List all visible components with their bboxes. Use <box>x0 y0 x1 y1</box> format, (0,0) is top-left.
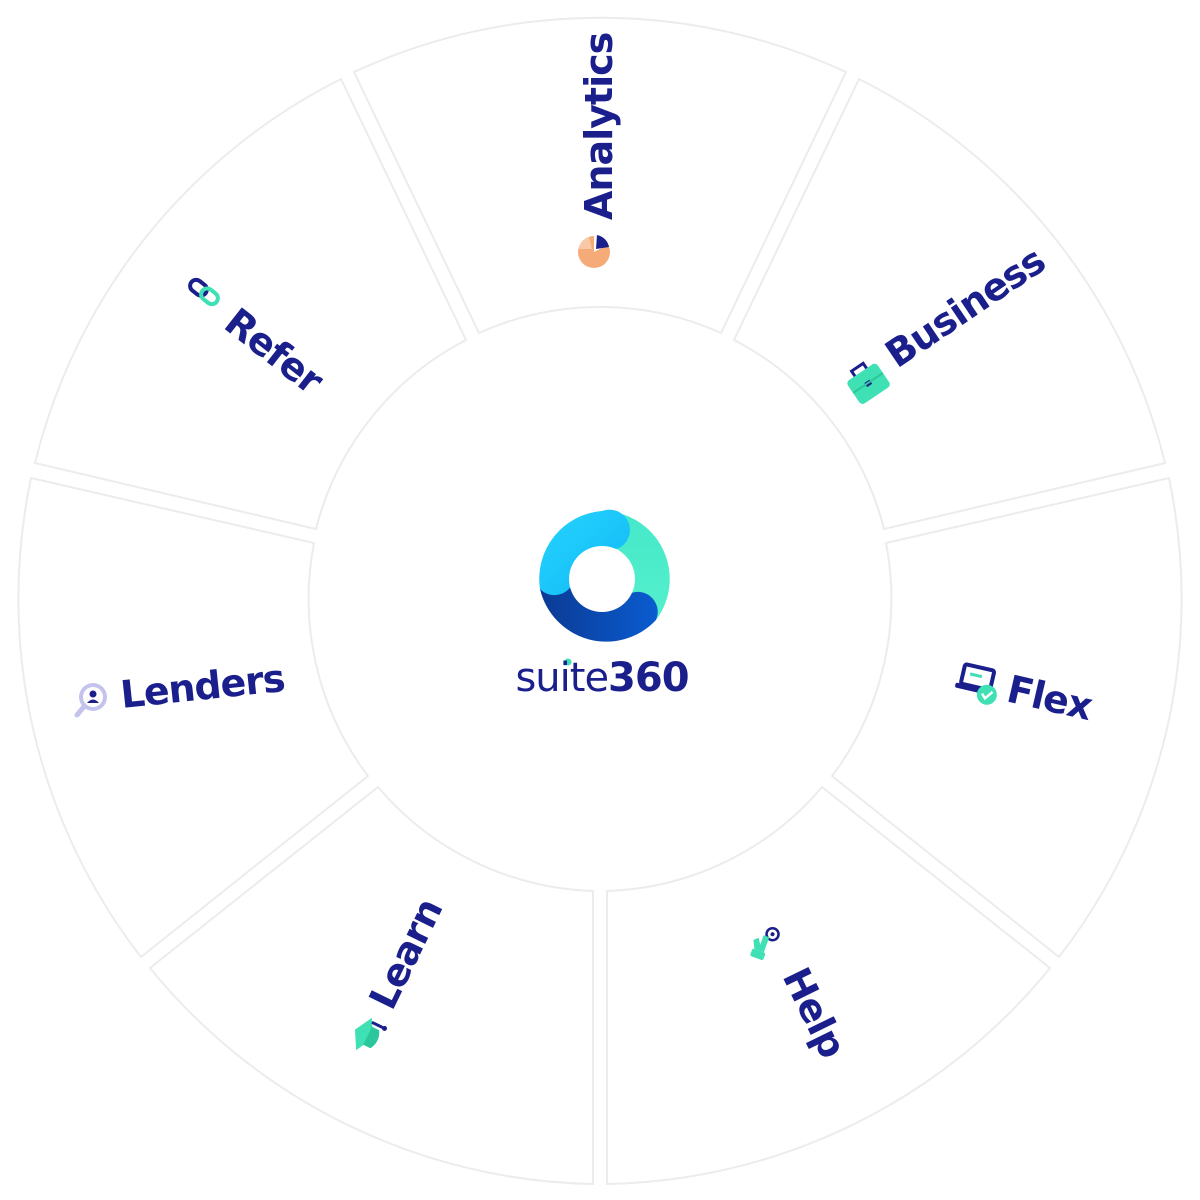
segment-flex[interactable] <box>830 476 1183 959</box>
segment-analytics-label-group[interactable]: Analytics <box>577 33 621 268</box>
link-icon <box>188 277 220 307</box>
segment-analytics[interactable] <box>352 16 848 335</box>
briefcase-icon <box>847 361 890 404</box>
ring-logo-icon <box>539 509 670 642</box>
brand-name-part2: 360 <box>608 655 689 701</box>
graduation-cap-icon <box>355 1017 388 1051</box>
brand-dot <box>564 658 572 666</box>
segment-lenders[interactable] <box>17 476 370 959</box>
segment-help[interactable] <box>606 785 1052 1186</box>
pie-chart-icon <box>578 235 610 268</box>
segment-label-analytics: Analytics <box>577 33 621 220</box>
suite360-logo[interactable]: suite360 <box>515 509 690 701</box>
segment-learn[interactable] <box>148 785 594 1186</box>
search-user-icon <box>74 683 107 718</box>
brand-name-part1: suite <box>515 655 608 701</box>
segment-refer[interactable] <box>33 77 468 531</box>
laptop-check-icon <box>955 662 997 705</box>
pointer-hand-icon <box>750 926 780 960</box>
segment-business[interactable] <box>732 77 1167 531</box>
brand-name: suite360 <box>515 655 688 701</box>
